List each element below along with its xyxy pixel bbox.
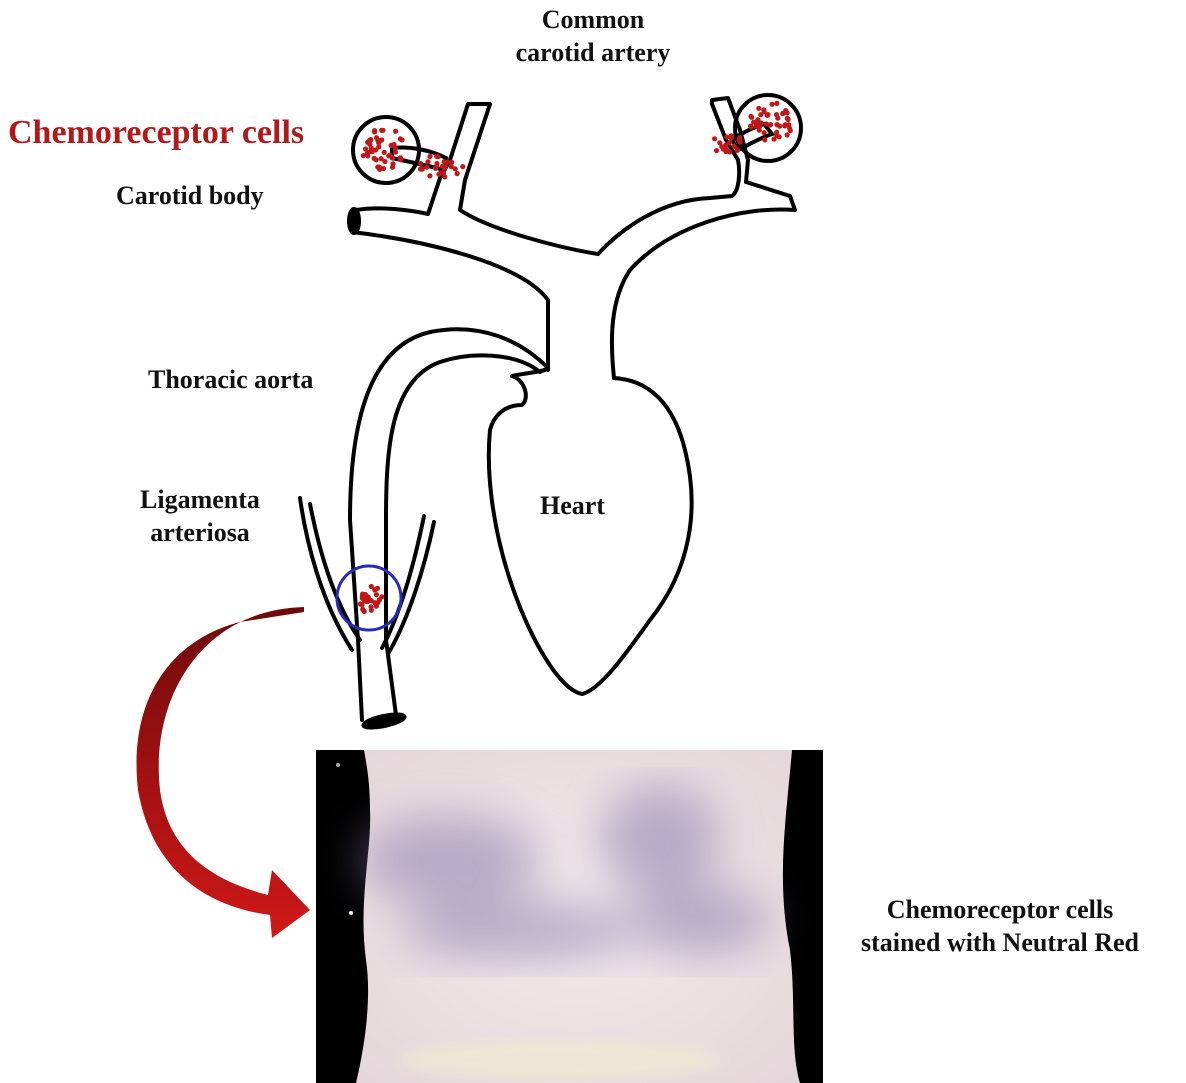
chemoreceptor-dot [756, 106, 761, 111]
chemoreceptor-dot [770, 102, 775, 107]
chemoreceptor-dot [738, 140, 743, 145]
ligament-right-outer [388, 522, 434, 654]
aorta-end [362, 712, 405, 731]
chemoreceptor-dot [777, 124, 782, 129]
vessel-outlines [300, 98, 795, 730]
chemoreceptor-dot [393, 146, 398, 151]
chemoreceptor-dot [762, 130, 767, 135]
chemoreceptor-dot [748, 114, 753, 119]
chemoreceptor-dot [374, 602, 379, 607]
chemoreceptor-dot [453, 166, 458, 171]
chemoreceptor-dot [748, 124, 753, 129]
chemoreceptor-dot [758, 120, 763, 125]
chemoreceptor-dot [367, 138, 372, 143]
chemoreceptor-dot [361, 153, 366, 158]
chemoreceptor-dot [362, 609, 367, 614]
chemoreceptor-dot [393, 129, 398, 134]
aortic-arch-inner [386, 355, 540, 715]
chemoreceptor-dot [427, 154, 432, 159]
chemoreceptor-dot [440, 164, 445, 169]
chemoreceptor-dot [379, 128, 384, 133]
label-ligamenta-arteriosa: Ligamenta arteriosa [120, 484, 280, 549]
aortic-arch-outer [350, 329, 548, 720]
chemoreceptor-dot [717, 140, 722, 145]
chemoreceptor-dot [754, 123, 759, 128]
chemoreceptor-dot [435, 154, 440, 159]
chemoreceptor-dot [379, 137, 384, 142]
chemoreceptor-dot [382, 159, 387, 164]
chemoreceptor-dot [758, 112, 763, 117]
chemoreceptor-dot [455, 171, 460, 176]
chemoreceptor-dot [460, 164, 465, 169]
label-chemoreceptor-cells: Chemoreceptor cells [8, 112, 304, 155]
chemoreceptor-dot [376, 144, 381, 149]
chemoreceptor-dot [369, 608, 374, 613]
chemoreceptor-dot [783, 110, 788, 115]
chemoreceptor-dot [721, 146, 726, 151]
chemoreceptor-dot [398, 157, 403, 162]
label-carotid-body: Carotid body [116, 180, 264, 213]
chemoreceptor-dot [757, 128, 762, 133]
chemoreceptor-dot [360, 592, 365, 597]
chemoreceptor-dot [727, 140, 732, 145]
chemoreceptor-dot [369, 598, 374, 603]
chemoreceptor-dot [382, 150, 387, 155]
chemoreceptor-dot [777, 134, 782, 139]
chemoreceptor-dot [762, 137, 767, 142]
chemoreceptor-dot [449, 160, 454, 165]
chemoreceptor-dot [712, 136, 717, 141]
chemoreceptor-dot [714, 148, 719, 153]
chemoreceptor-dot [765, 112, 770, 117]
chemoreceptor-dot [386, 153, 391, 158]
chemoreceptor-dot [438, 171, 443, 176]
chemoreceptor-dot [433, 166, 438, 171]
chemoreceptor-dot [735, 148, 740, 153]
label-thoracic-aorta: Thoracic aorta [148, 364, 313, 397]
chemoreceptor-dot [418, 161, 423, 166]
chemoreceptor-dot [768, 122, 773, 127]
heart-outline [489, 368, 692, 694]
chemoreceptor-dot [366, 150, 371, 155]
chemoreceptor-dot [427, 173, 432, 178]
label-common-carotid: Common carotid artery [478, 4, 708, 69]
chemoreceptor-dot [372, 128, 377, 133]
chemoreceptor-dot [379, 594, 384, 599]
chemoreceptor-dot [771, 137, 776, 142]
chemoreceptor-dots [358, 101, 793, 614]
chemoreceptor-dot [374, 135, 379, 140]
chemoreceptor-dot [724, 134, 729, 139]
chemoreceptor-dot [785, 116, 790, 121]
chemoreceptor-dot [420, 167, 425, 172]
chemoreceptor-dot [375, 586, 380, 591]
chemoreceptor-dot [774, 101, 779, 106]
label-caption: Chemoreceptor cells stained with Neutral… [822, 894, 1178, 959]
chemoreceptor-dot [442, 159, 447, 164]
ligament-left-outer [300, 498, 352, 650]
chemoreceptor-dot [775, 116, 780, 121]
chemoreceptor-dot [359, 602, 364, 607]
stained-tissue-photo [316, 750, 823, 1083]
label-heart: Heart [540, 490, 605, 523]
chemoreceptor-dot [377, 167, 382, 172]
chemoreceptor-dot [729, 133, 734, 138]
chemoreceptor-dot [374, 592, 379, 597]
left-vessel-end [349, 209, 359, 233]
chemoreceptor-dot [425, 159, 430, 164]
left-carotid-upper [356, 104, 598, 254]
chemoreceptor-dot [390, 161, 395, 166]
chemoreceptor-dot [434, 161, 439, 166]
curved-arrow [137, 607, 310, 938]
chemoreceptor-dot [783, 122, 788, 127]
chemoreceptor-dot [374, 157, 379, 162]
chemoreceptor-dot [785, 132, 790, 137]
chemoreceptor-dot [787, 126, 792, 131]
chemoreceptor-dot [398, 136, 403, 141]
